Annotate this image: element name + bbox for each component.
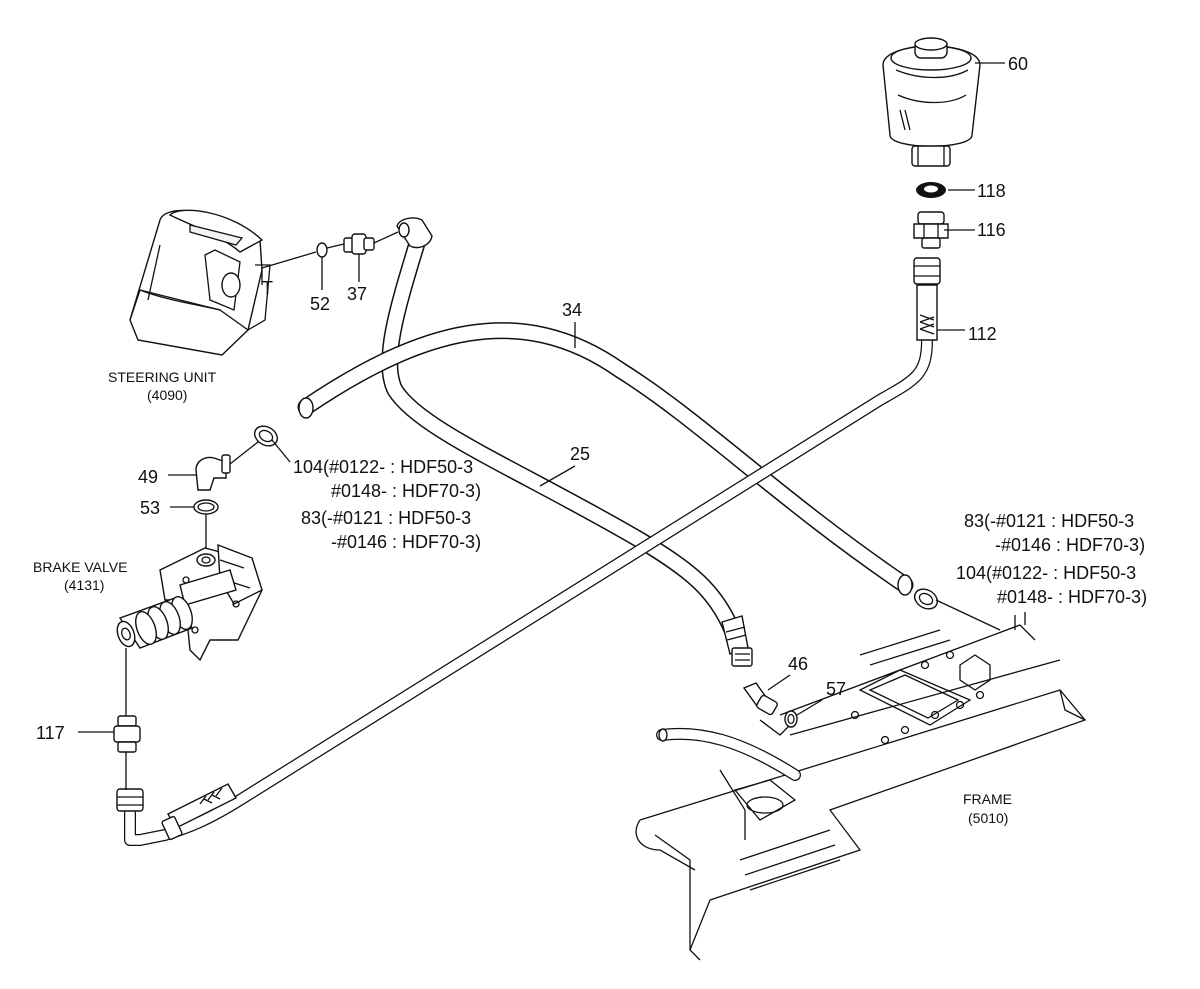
steering-unit-code: (4090) — [147, 387, 187, 403]
label-25: 25 — [570, 444, 590, 464]
accumulator-60 — [882, 37, 981, 249]
steering-unit-name: STEERING UNIT — [108, 369, 217, 385]
hose-112 — [116, 257, 941, 846]
label-112: 112 — [968, 324, 997, 344]
hose-34 — [253, 322, 939, 610]
label-57: 57 — [826, 679, 846, 699]
brake-valve — [113, 441, 263, 790]
note-right-83-line2: -#0146 : HDF70-3) — [995, 535, 1145, 555]
frame-name: FRAME — [963, 791, 1012, 807]
label-46: 46 — [788, 654, 808, 674]
brake-valve-code: (4131) — [64, 577, 104, 593]
frame-code: (5010) — [968, 810, 1008, 826]
note-right-104-line1: 104(#0122- : HDF50-3 — [956, 563, 1136, 583]
label-118: 118 — [977, 181, 1006, 201]
frame-assembly — [635, 612, 1087, 961]
label-49: 49 — [138, 467, 158, 487]
label-117: 117 — [36, 723, 65, 743]
hose-25 — [381, 217, 798, 728]
note-left-104-line1: 104(#0122- : HDF50-3 — [293, 457, 473, 477]
note-left-104-line2: #0148- : HDF70-3) — [331, 481, 481, 501]
label-116: 116 — [977, 220, 1006, 240]
note-left-83-line2: -#0146 : HDF70-3) — [331, 532, 481, 552]
steering-unit — [129, 209, 317, 356]
label-53: 53 — [140, 498, 160, 518]
brake-valve-name: BRAKE VALVE — [33, 559, 127, 575]
note-right-104-line2: #0148- : HDF70-3) — [997, 587, 1147, 607]
label-34: 34 — [562, 300, 582, 320]
label-52: 52 — [310, 294, 330, 314]
label-t: T — [262, 278, 273, 298]
note-right-83-line1: 83(-#0121 : HDF50-3 — [964, 511, 1134, 531]
label-60: 60 — [1008, 54, 1028, 74]
label-37: 37 — [347, 284, 367, 304]
note-left-83-line1: 83(-#0121 : HDF50-3 — [301, 508, 471, 528]
fitting-37-52 — [316, 231, 399, 258]
leader-lines — [78, 62, 1005, 733]
